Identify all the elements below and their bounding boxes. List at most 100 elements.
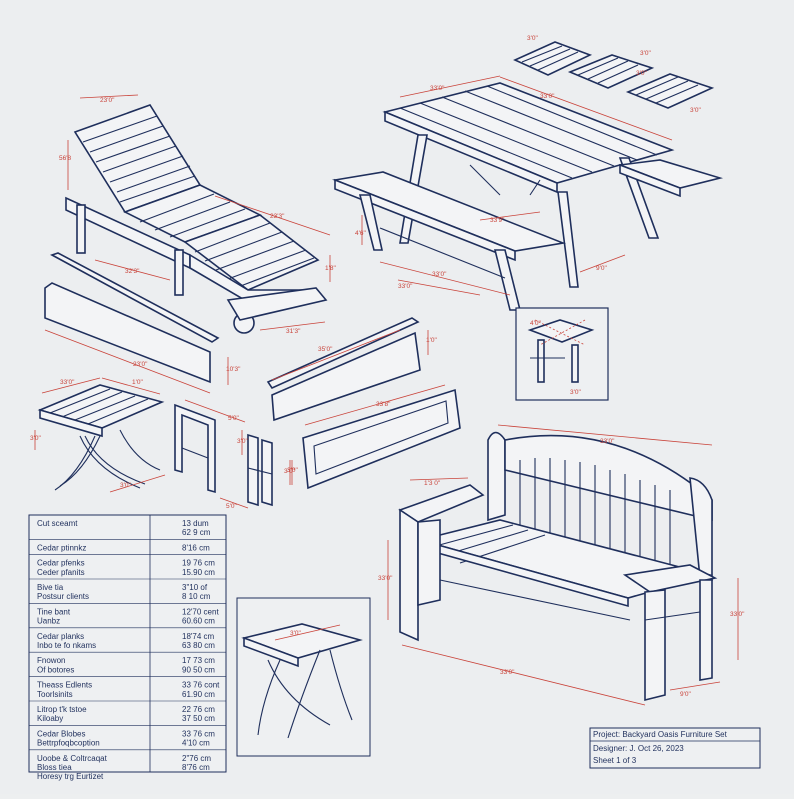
stool-detail-box: 3'0"	[236, 597, 371, 757]
cut-list-size: 63 80 cm	[182, 641, 215, 650]
dim-stool2-top: 3'0"	[290, 630, 301, 637]
cut-list-size: 90 50 cm	[182, 665, 215, 674]
cut-list-part: Bettrpfoqbcoption	[37, 739, 100, 748]
cut-list-size: 62 9 cm	[182, 528, 211, 537]
dim-frame-h: 3'0"	[287, 467, 298, 474]
dim-bench-len: 33'9"	[490, 217, 505, 224]
cut-list-size: 12'70 cent	[182, 607, 219, 616]
dim-lounger-side: 56'8	[59, 155, 71, 162]
dim-lounger-len: 23'3"	[270, 213, 285, 220]
dim-board2-h: 3'0"	[284, 468, 295, 475]
cut-list-part: Postsur clients	[37, 592, 89, 601]
cut-list-part: Horesy trg Eurtizet	[37, 772, 104, 781]
joint-detail-box: 4'0" 3'0"	[515, 307, 609, 401]
dim-bench-len2: 33'0"	[432, 271, 447, 278]
dim-bench-h: 4'6"	[355, 230, 366, 237]
spare-slats: 3'0" 3'0" 3'0" 3'0"	[513, 35, 715, 114]
cut-list-size: 22 76 cm	[182, 705, 215, 714]
cut-list-part: Litrop t'k tstoe	[37, 705, 87, 714]
dim-plank-long: 23'0"	[133, 361, 148, 368]
cut-list-size: 17 73 cm	[182, 656, 215, 665]
cut-list-size: 15.90 cm	[182, 568, 215, 577]
dim-post-h: 3'0"	[237, 438, 248, 445]
dim-lounger-base: 32'3"	[125, 268, 140, 275]
dim-detail-a: 4'0"	[530, 320, 541, 327]
cut-list-row: Cedar ptinnkz 8'16 cm	[29, 543, 226, 555]
dim-stool-h: 3'0"	[30, 435, 41, 442]
dim-board-h: 1'0"	[426, 337, 437, 344]
cut-list-size: 8 10 cm	[182, 592, 211, 601]
cut-list-size: 61.90 cm	[182, 690, 215, 699]
cut-list-part: Kiloaby	[37, 714, 63, 723]
cut-list-part: Fnowon	[37, 656, 65, 665]
cut-list-part: Cut sceamt	[37, 519, 78, 528]
loose-boards: 35'0" 1'0" 33'8" 3'0"	[266, 317, 461, 490]
cut-list-part: Ceder pfanits	[37, 568, 85, 577]
garden-bench-drawing: 33'0" 1'3 0" 33'0" 33'0" 9'0" 33'0"	[378, 424, 745, 706]
folding-stool-drawing: 33'0" 1'0" 3'0" 3'0"	[30, 377, 166, 493]
picnic-table-drawing: 33'0" 33'0" 9'0" 33'9" 33'0" 33'0" 4'6"	[332, 75, 724, 311]
dim-lounger-top: 23'0"	[100, 97, 115, 104]
cut-list-part: Uanbz	[37, 617, 60, 626]
cut-list-size: 3"10 of	[182, 583, 208, 592]
dim-sofa-foot: 9'0"	[680, 691, 691, 698]
lounger-loose-parts: 23'0" 10'3"	[44, 252, 241, 394]
title-block: Project: Backyard Oasis Furniture Set De…	[589, 727, 761, 769]
cut-list-size: 33 76 cm	[182, 729, 215, 738]
project-title: Project: Backyard Oasis Furniture Set	[593, 730, 728, 739]
sheet-number: Sheet 1 of 3	[593, 756, 637, 765]
dim-sofa-base: 33'0"	[500, 669, 515, 676]
designer-line: Designer: J. Oct 26, 2023	[593, 744, 684, 753]
cut-list-part: Bloss tiea	[37, 763, 72, 772]
dim-slat3: 3'0"	[636, 70, 647, 77]
dim-table-top: 33'0"	[430, 85, 445, 92]
cut-list-part: Inbo te fo nkams	[37, 641, 96, 650]
dim-slat2: 3'0"	[640, 50, 651, 57]
dim-sofa-arm: 1'3 0"	[424, 480, 441, 487]
cut-list-part: Theass Edlents	[37, 681, 92, 690]
dim-frame-base: 5'0"	[226, 503, 237, 510]
dim-detail-b: 3'0"	[570, 389, 581, 396]
cut-list-part: Cedar pfenks	[37, 559, 85, 568]
cut-list-part: Bive tia	[37, 583, 64, 592]
dim-sofa-top: 33'0"	[600, 438, 615, 445]
stool-side-frame: 5'0" 3'0" 3'0" 5'0"	[174, 399, 298, 510]
cut-list-size: 33 76 cont	[182, 681, 220, 690]
dim-board-top: 35'0"	[318, 346, 333, 353]
cut-list-part: Cedar ptinnkz	[37, 543, 86, 552]
dim-slat1: 3'0"	[527, 35, 538, 42]
dim-stool-base: 3'0"	[120, 482, 131, 489]
dim-bench-len3: 33'0"	[398, 283, 413, 290]
cut-list-part: Tine bant	[37, 607, 71, 616]
dim-board2: 33'8"	[376, 401, 391, 408]
cut-list-size: 2"76 cm	[182, 754, 211, 763]
dim-table-side: 9'0"	[596, 265, 607, 272]
dim-sofa-h: 33'0"	[378, 575, 393, 582]
dim-plank-h: 10'3"	[226, 366, 241, 373]
cut-list-size: 19 76 cm	[182, 559, 215, 568]
dim-lounger-foot: 31'3"	[286, 328, 301, 335]
cut-list-size: 13 dum	[182, 519, 209, 528]
cut-list-part: Cedar planks	[37, 632, 84, 641]
dim-frame-w: 5'0"	[228, 415, 239, 422]
dim-sofa-right: 33'0"	[730, 611, 745, 618]
cut-list-size: 37 50 cm	[182, 714, 215, 723]
dim-table-top2: 33'0"	[540, 93, 555, 100]
cut-list-part: Uoobe & Coltrcaqat	[37, 754, 108, 763]
cut-list-part: Cedar Blobes	[37, 729, 85, 738]
cut-list-size: 8'16 cm	[182, 543, 210, 552]
chaise-lounger-drawing: 23'0" 56'8 23'3" 32'3" 31'3" 1'8"	[59, 94, 336, 335]
dim-slat4: 3'0"	[690, 107, 701, 114]
